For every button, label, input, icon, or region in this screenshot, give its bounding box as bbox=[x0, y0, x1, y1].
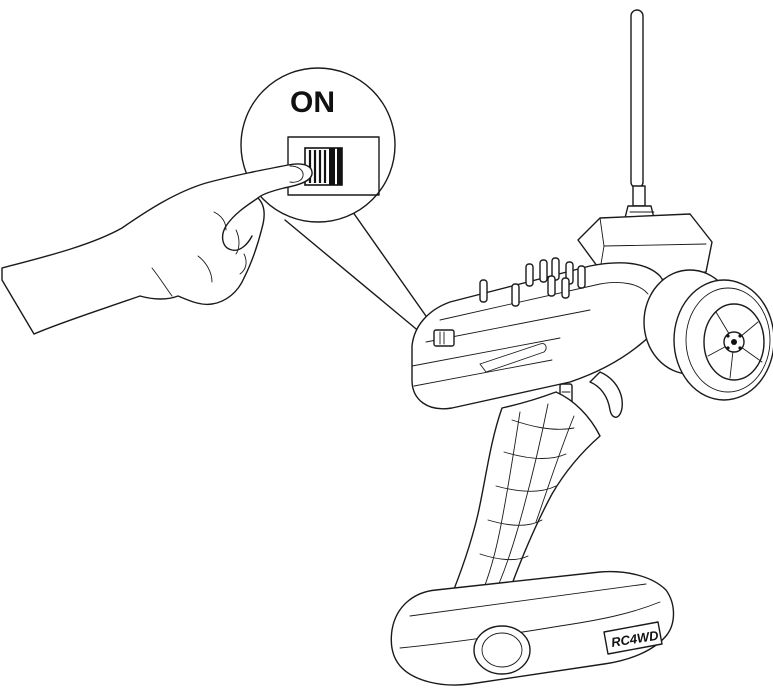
on-label: ON bbox=[290, 86, 335, 119]
power-switch-icon bbox=[304, 147, 343, 186]
brand-label: RC4WD bbox=[610, 628, 660, 650]
transmitter-base: RC4WD bbox=[390, 570, 675, 686]
trim-knobs bbox=[479, 257, 586, 307]
callout-leader-lines bbox=[284, 207, 434, 334]
pointing-hand-icon bbox=[1, 163, 313, 335]
steering-wheel bbox=[643, 269, 773, 401]
antenna bbox=[623, 9, 656, 223]
transmitter-body bbox=[411, 213, 713, 410]
magnifier-callout: ON bbox=[240, 67, 396, 223]
